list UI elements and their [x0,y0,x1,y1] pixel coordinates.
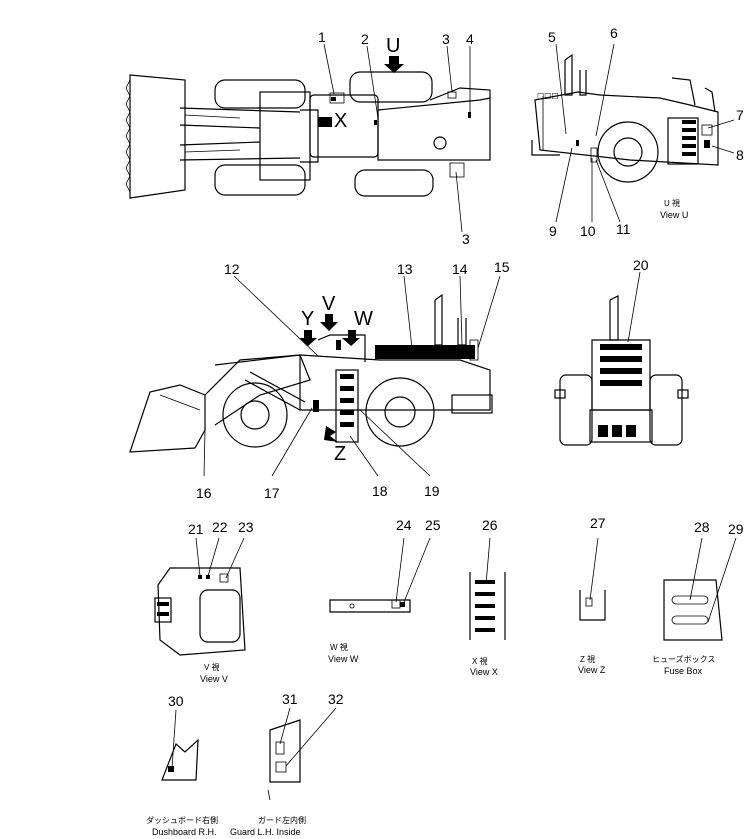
caption-guard: Guard L.H. Inside [230,827,301,837]
view-y-arrow-label: Y [301,308,314,330]
callout-20: 20 [633,257,649,273]
callout-7: 7 [736,107,744,123]
caption-view-u: View U [660,210,688,220]
callout-19: 19 [424,483,440,499]
caption-view-z: View Z [578,665,606,675]
callout-4: 4 [466,31,474,47]
callout-25: 25 [425,517,441,533]
callout-27: 27 [590,515,606,531]
caption-view-w: View W [328,654,359,664]
caption-view-v-jp: V 視 [204,663,220,672]
callout-10: 10 [580,223,596,239]
callout-18: 18 [372,483,388,499]
view-x [469,537,506,640]
callout-3: 3 [442,31,450,47]
callout-26: 26 [482,517,498,533]
callout-21: 21 [188,521,204,537]
view-w [329,537,431,613]
rear-view [554,271,689,446]
callout-13: 13 [397,261,413,277]
view-captions: U 視 View U V 視 View V W 視 View W X 視 Vie… [146,199,715,837]
callout-23: 23 [238,519,254,535]
view-z-arrow-label: Z [334,443,346,465]
view-v-arrow-label: V [322,293,336,315]
callout-8: 8 [736,147,744,163]
caption-view-x-jp: X 視 [472,657,488,666]
callout-6: 6 [610,25,618,41]
caption-dash: Dushboard R.H. [152,827,217,837]
callout-28: 28 [694,519,710,535]
callout-14: 14 [452,261,468,277]
callout-30: 30 [168,693,184,709]
callout-32: 32 [328,691,344,707]
view-z [579,537,606,621]
callout-3b: 3 [462,231,470,247]
callout-11: 11 [616,221,631,237]
caption-fuse-jp: ヒューズボックス [652,654,715,664]
caption-view-w-jp: W 視 [330,643,348,652]
view-w-arrow-label: W [354,308,373,330]
view-x-arrow-label: X [334,110,347,132]
side-view: Y V W Z [129,275,501,477]
view-u-arrow-label: U [386,35,400,57]
callout-numbers: 1 2 3 3 4 5 6 7 8 9 10 11 12 13 14 15 16… [168,25,744,709]
caption-guard-jp: ガード左内側 [258,815,306,825]
dashboard-rh [161,709,199,781]
callout-2: 2 [361,31,369,47]
callout-31: 31 [282,691,298,707]
caption-view-x: View X [470,667,498,677]
callout-9: 9 [549,223,557,239]
caption-fuse: Fuse Box [664,666,703,676]
caption-view-v: View V [200,674,228,684]
callout-5: 5 [548,29,556,45]
svg-text:☐☐☐: ☐☐☐ [537,92,559,101]
callout-16: 16 [196,485,212,501]
callout-22: 22 [212,519,228,535]
caption-view-z-jp: Z 視 [580,655,595,664]
view-v [154,537,246,656]
callout-24: 24 [396,517,412,533]
callout-17: 17 [264,485,280,501]
guard-lh-inside [267,707,337,801]
caption-dash-jp: ダッシュボード右側 [146,815,218,825]
callout-29: 29 [728,521,744,537]
callout-15: 15 [494,259,510,275]
callout-1: 1 [318,29,326,45]
fuse-box [663,537,737,641]
caption-view-u-jp: U 視 [664,199,680,208]
top-view: X U [125,35,491,233]
view-u: ☐☐☐ [531,43,735,223]
callout-12: 12 [224,261,240,277]
